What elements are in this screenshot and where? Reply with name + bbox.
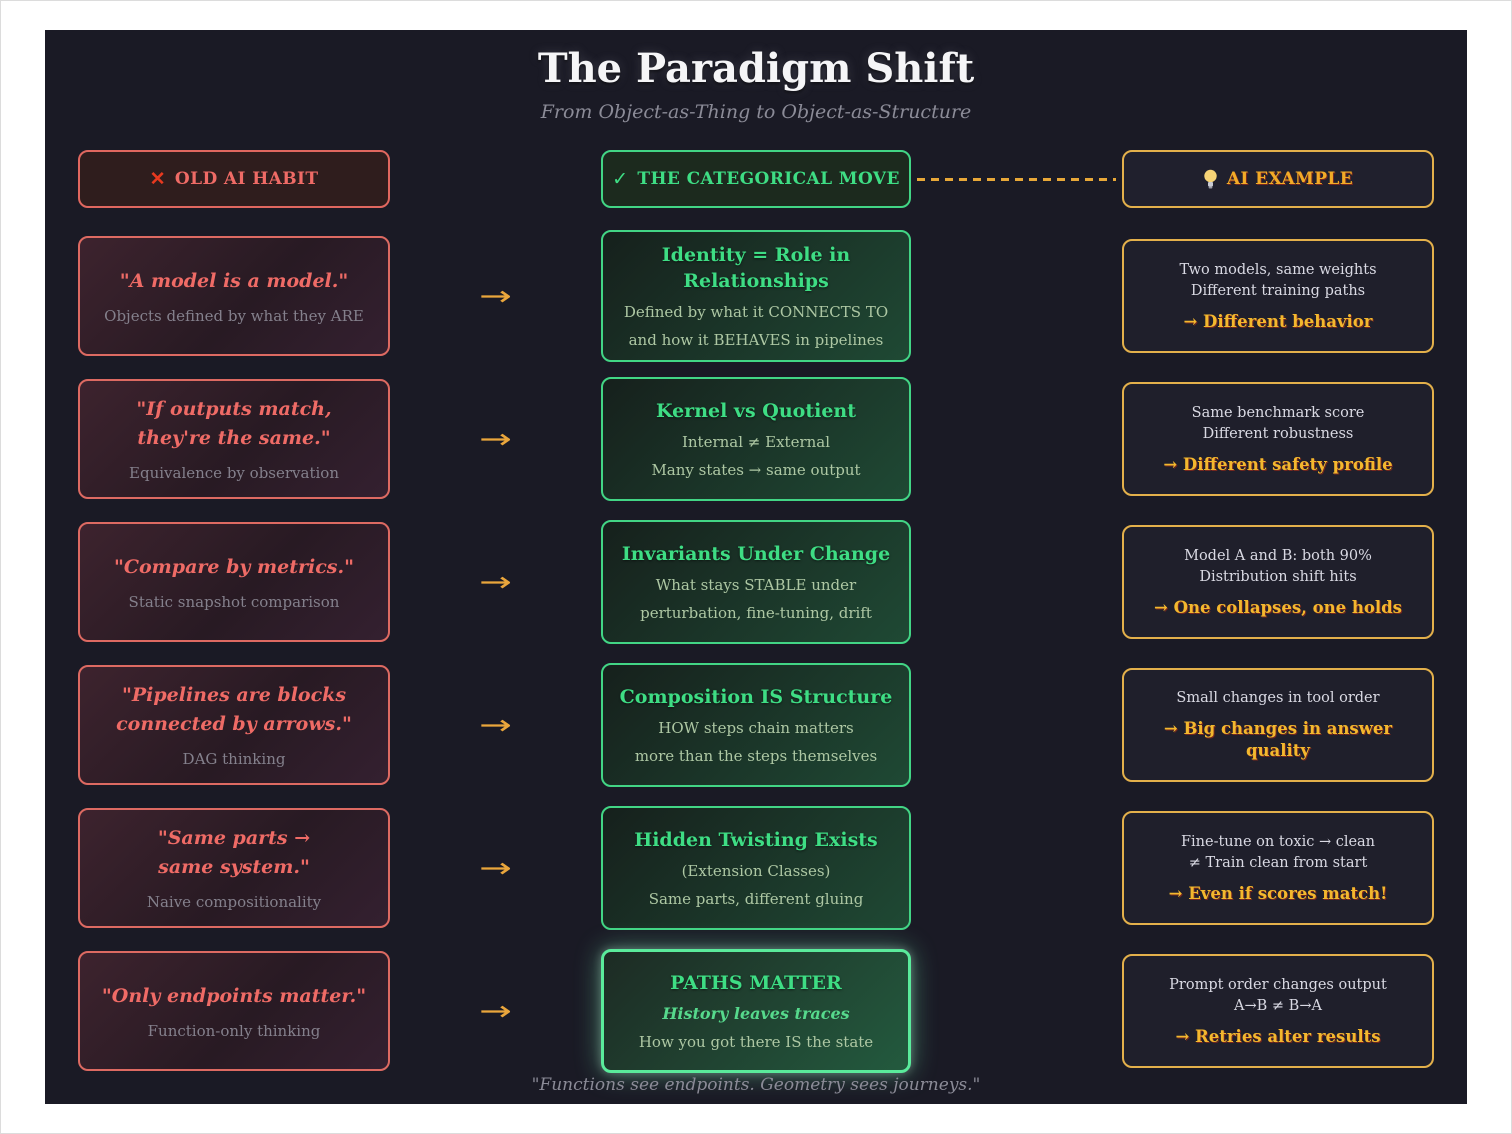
old-habit-label: Equivalence by observation <box>129 464 339 482</box>
column-header-row: ✕ OLD AI HABIT ✓ THE CATEGORICAL MOVE AI… <box>78 150 1434 208</box>
move-line: What stays STABLE under <box>655 576 857 594</box>
move-line: Same parts, different gluing <box>648 890 864 908</box>
old-habit-box: "Compare by metrics." Static snapshot co… <box>78 522 390 642</box>
old-habit-label: Function-only thinking <box>147 1021 321 1040</box>
x-icon: ✕ <box>149 168 166 190</box>
example-line: Small changes in tool order <box>1176 690 1380 706</box>
old-habit-box: "If outputs match, they're the same." Eq… <box>78 379 390 499</box>
right-arrow-icon: → <box>479 423 512 455</box>
move-line: Internal ≠ External <box>681 433 831 451</box>
diagram-row: "A model is a model." Objects defined by… <box>78 230 1434 362</box>
quote-line: "Pipelines are blocks <box>121 684 347 706</box>
example-result: → Retries alter results <box>1175 1026 1381 1046</box>
old-habit-label: DAG thinking <box>182 750 286 768</box>
right-arrow-icon: → <box>479 995 512 1027</box>
old-habit-label: Objects defined by what they ARE <box>104 306 364 325</box>
right-arrow-icon: → <box>479 709 512 741</box>
move-italic-line: History leaves traces <box>662 1004 850 1023</box>
move-title: Composition IS Structure <box>619 686 893 708</box>
lightbulb-icon <box>1204 169 1217 188</box>
old-habit-label: Naive compositionality <box>146 893 322 911</box>
quote-line: connected by arrows." <box>116 713 352 735</box>
page-title: The Paradigm Shift <box>537 45 975 92</box>
ai-example-box: Prompt order changes output A→B ≠ B→A → … <box>1122 954 1434 1068</box>
example-line: Fine-tune on toxic → clean <box>1180 833 1376 850</box>
ai-example-box: Same benchmark score Different robustnes… <box>1122 382 1434 496</box>
move-line: HOW steps chain matters <box>658 719 854 737</box>
column-header-old-ai-habit: ✕ OLD AI HABIT <box>78 150 390 208</box>
old-habit-label: Static snapshot comparison <box>128 592 340 611</box>
move-line: (Extension Classes) <box>681 862 831 880</box>
move-line: more than the steps themselves <box>634 747 878 765</box>
old-habit-box: "A model is a model." Objects defined by… <box>78 236 390 356</box>
example-result: → Even if scores match! <box>1168 883 1388 903</box>
move-line: perturbation, fine-tuning, drift <box>640 604 872 622</box>
diagram-row: "Pipelines are blocks connected by arrow… <box>78 663 1434 787</box>
move-title: Hidden Twisting Exists <box>634 829 878 851</box>
quote-line: "Same parts → <box>157 827 311 849</box>
old-habit-box: "Pipelines are blocks connected by arrow… <box>78 665 390 785</box>
column-header-example-label: AI EXAMPLE <box>1226 169 1354 189</box>
move-line: Defined by what it CONNECTS TO <box>623 303 889 321</box>
categorical-move-box-highlighted: PATHS MATTER History leaves traces How y… <box>601 949 911 1073</box>
example-result: → Big changes in answer quality <box>1163 719 1393 760</box>
column-header-old-label: OLD AI HABIT <box>174 169 319 189</box>
example-line: Model A and B: both 90% <box>1184 547 1372 564</box>
column-header-ai-example: AI EXAMPLE <box>1122 150 1434 208</box>
page-subtitle: From Object-as-Thing to Object-as-Struct… <box>540 101 972 123</box>
example-line: Different training paths <box>1190 282 1366 299</box>
old-habit-quote: "If outputs match, they're the same." <box>136 395 331 453</box>
header-dashed-connector <box>911 177 1122 181</box>
quote-line: they're the same." <box>137 427 331 449</box>
old-habit-quote: "Only endpoints matter." <box>101 984 367 1007</box>
move-line: and how it BEHAVES in pipelines <box>628 331 884 349</box>
ai-example-box: Two models, same weights Different train… <box>1122 239 1434 353</box>
column-header-categorical-move: ✓ THE CATEGORICAL MOVE <box>601 150 911 208</box>
old-habit-box: "Only endpoints matter." Function-only t… <box>78 951 390 1071</box>
example-line: A→B ≠ B→A <box>1234 997 1322 1014</box>
move-title: Invariants Under Change <box>621 543 891 565</box>
quote-line: "If outputs match, <box>136 398 332 420</box>
example-line: Distribution shift hits <box>1199 568 1357 585</box>
move-title: Identity = Role in Relationships <box>661 244 851 292</box>
column-header-move-label: THE CATEGORICAL MOVE <box>637 169 900 189</box>
diagram-panel: The Paradigm Shift From Object-as-Thing … <box>45 30 1467 1104</box>
ai-example-box: Model A and B: both 90% Distribution shi… <box>1122 525 1434 639</box>
ai-example-box: Fine-tune on toxic → clean ≠ Train clean… <box>1122 811 1434 925</box>
categorical-move-box: Identity = Role in Relationships Defined… <box>601 230 911 362</box>
right-arrow-icon: → <box>479 566 512 598</box>
example-result: → One collapses, one holds <box>1154 597 1402 617</box>
old-habit-quote: "A model is a model." <box>119 269 349 292</box>
diagram-row: "If outputs match, they're the same." Eq… <box>78 377 1434 501</box>
right-arrow-icon: → <box>479 280 512 312</box>
quote-line: same system." <box>158 856 310 878</box>
check-icon: ✓ <box>612 168 629 190</box>
old-habit-quote: "Same parts → same system." <box>158 824 310 882</box>
move-title: PATHS MATTER <box>670 972 842 994</box>
diagram-row: "Same parts → same system." Naive compos… <box>78 806 1434 930</box>
move-line: Many states → same output <box>651 461 861 479</box>
right-arrow-icon: → <box>479 852 512 884</box>
example-line: ≠ Train clean from start <box>1188 854 1368 871</box>
categorical-move-box: Hidden Twisting Exists (Extension Classe… <box>601 806 911 930</box>
categorical-move-box: Kernel vs Quotient Internal ≠ External M… <box>601 377 911 501</box>
categorical-move-box: Invariants Under Change What stays STABL… <box>601 520 911 644</box>
example-result: → Different behavior <box>1183 311 1373 331</box>
old-habit-quote: "Compare by metrics." <box>113 555 355 578</box>
move-line: How you got there IS the state <box>638 1033 874 1051</box>
dashed-line <box>917 177 1116 181</box>
diagram-row: "Compare by metrics." Static snapshot co… <box>78 520 1434 644</box>
move-title: Kernel vs Quotient <box>656 400 856 422</box>
old-habit-box: "Same parts → same system." Naive compos… <box>78 808 390 928</box>
footer-quote: "Functions see endpoints. Geometry sees … <box>531 1075 981 1095</box>
example-result: → Different safety profile <box>1163 454 1393 474</box>
ai-example-box: Small changes in tool order → Big change… <box>1122 668 1434 782</box>
diagram-row: "Only endpoints matter." Function-only t… <box>78 949 1434 1073</box>
example-line: Prompt order changes output <box>1169 976 1387 993</box>
example-line: Different robustness <box>1202 425 1354 442</box>
categorical-move-box: Composition IS Structure HOW steps chain… <box>601 663 911 787</box>
old-habit-quote: "Pipelines are blocks connected by arrow… <box>116 681 352 739</box>
example-line: Two models, same weights <box>1179 261 1377 278</box>
example-line: Same benchmark score <box>1191 404 1365 421</box>
